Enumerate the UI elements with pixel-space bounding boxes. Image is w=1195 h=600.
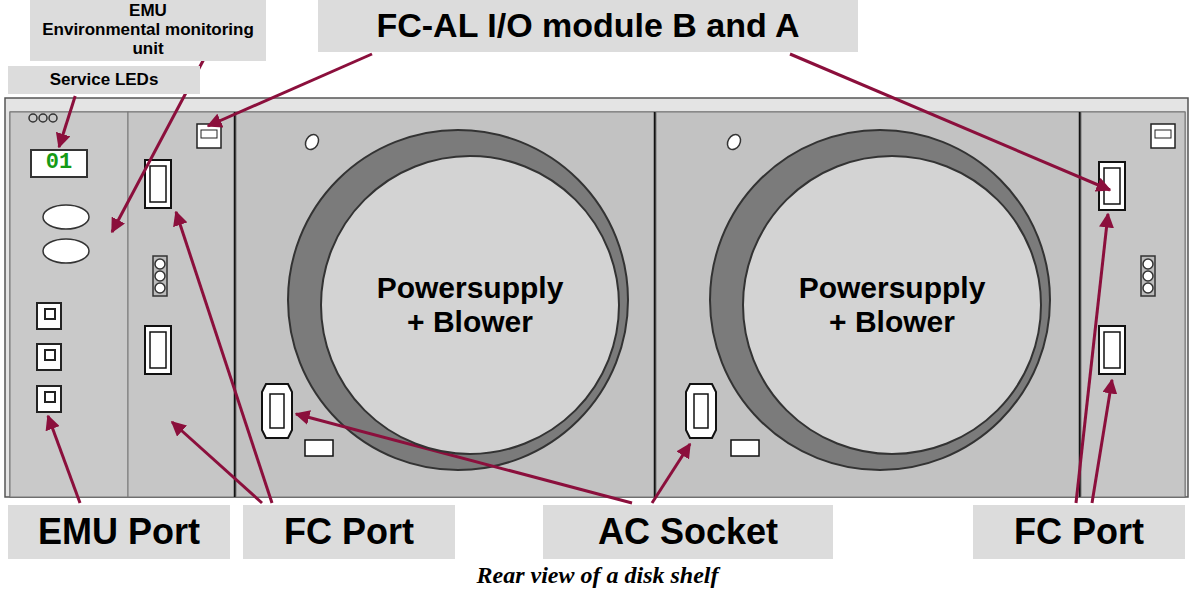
leader-line <box>1076 214 1108 503</box>
label-text: AC Socket <box>598 512 778 552</box>
callout-label: EMU Port <box>8 505 230 559</box>
leader-line <box>652 444 690 503</box>
label-text: Powersupply + Blower <box>365 271 575 338</box>
module-latch <box>201 130 217 138</box>
callout-label: Service LEDs <box>8 66 200 94</box>
service-display: 01 <box>30 149 88 178</box>
module-latch <box>197 124 221 148</box>
callout-label: FC-AL I/O module B and A <box>318 0 858 52</box>
chassis <box>5 98 1188 497</box>
emu-port <box>37 344 61 370</box>
ac-socket <box>270 394 284 428</box>
service-led <box>49 114 57 122</box>
emu-button <box>43 205 89 229</box>
label-text: Powersupply + Blower <box>787 271 997 338</box>
led <box>1143 283 1153 293</box>
emu-port <box>37 386 61 412</box>
led <box>155 259 165 269</box>
fc-port <box>1099 326 1125 374</box>
leader-line <box>48 416 80 503</box>
callout-label: FC Port <box>973 505 1185 559</box>
service-led <box>39 114 47 122</box>
fc-port <box>145 160 171 208</box>
figure-caption: Rear view of a disk shelf <box>0 562 1195 589</box>
fc-port <box>150 166 166 202</box>
led <box>155 283 165 293</box>
ring-mark <box>725 132 743 152</box>
power-supply-module <box>236 112 655 497</box>
module-latch <box>1151 124 1175 148</box>
label-text: FC Port <box>284 512 414 552</box>
power-switch <box>731 440 759 456</box>
power-switch <box>305 440 333 456</box>
leader-line <box>176 212 272 503</box>
fc-port <box>1104 332 1120 368</box>
callout-label: EMUEnvironmental monitoring unit <box>30 0 266 61</box>
emu-module <box>10 112 128 497</box>
ac-socket <box>686 384 716 438</box>
blower-ring <box>288 130 628 470</box>
led <box>155 271 165 281</box>
fc-port <box>1104 168 1120 204</box>
label-text: Service LEDs <box>50 71 159 90</box>
module-leds <box>1141 256 1155 296</box>
leader-arrow <box>59 96 75 147</box>
label-text: FC Port <box>1014 512 1144 552</box>
ac-socket <box>262 384 292 438</box>
blower-circle: Powersupply + Blower <box>320 155 620 455</box>
leader-line <box>1092 380 1112 503</box>
fc-port <box>145 326 171 374</box>
emu-port <box>37 303 61 329</box>
blower-ring <box>710 130 1050 470</box>
led <box>1143 259 1153 269</box>
leader-line <box>208 54 372 126</box>
led <box>1143 271 1153 281</box>
emu-button <box>43 239 89 263</box>
led-frame <box>1141 256 1155 296</box>
led-frame <box>153 256 167 296</box>
chassis-panel <box>10 112 1185 497</box>
callout-label: FC Port <box>243 505 455 559</box>
label-text: EMU <box>129 2 167 21</box>
ac-socket <box>694 394 708 428</box>
label-subtext: Environmental monitoring unit <box>30 21 266 58</box>
label-text: EMU Port <box>38 512 200 552</box>
service-led <box>29 114 37 122</box>
power-supply-module <box>656 112 1080 497</box>
leader-lines <box>48 54 1112 503</box>
blower-circle: Powersupply + Blower <box>742 155 1042 455</box>
callout-label: AC Socket <box>543 505 833 559</box>
label-text: FC-AL I/O module B and A <box>376 7 799 44</box>
emu-ports <box>37 303 61 412</box>
leader-line <box>172 422 262 503</box>
module-latch <box>1155 130 1171 138</box>
label-text: 01 <box>46 151 72 175</box>
fc-port <box>150 332 166 368</box>
ring-mark <box>303 132 321 152</box>
module-leds <box>153 256 167 296</box>
